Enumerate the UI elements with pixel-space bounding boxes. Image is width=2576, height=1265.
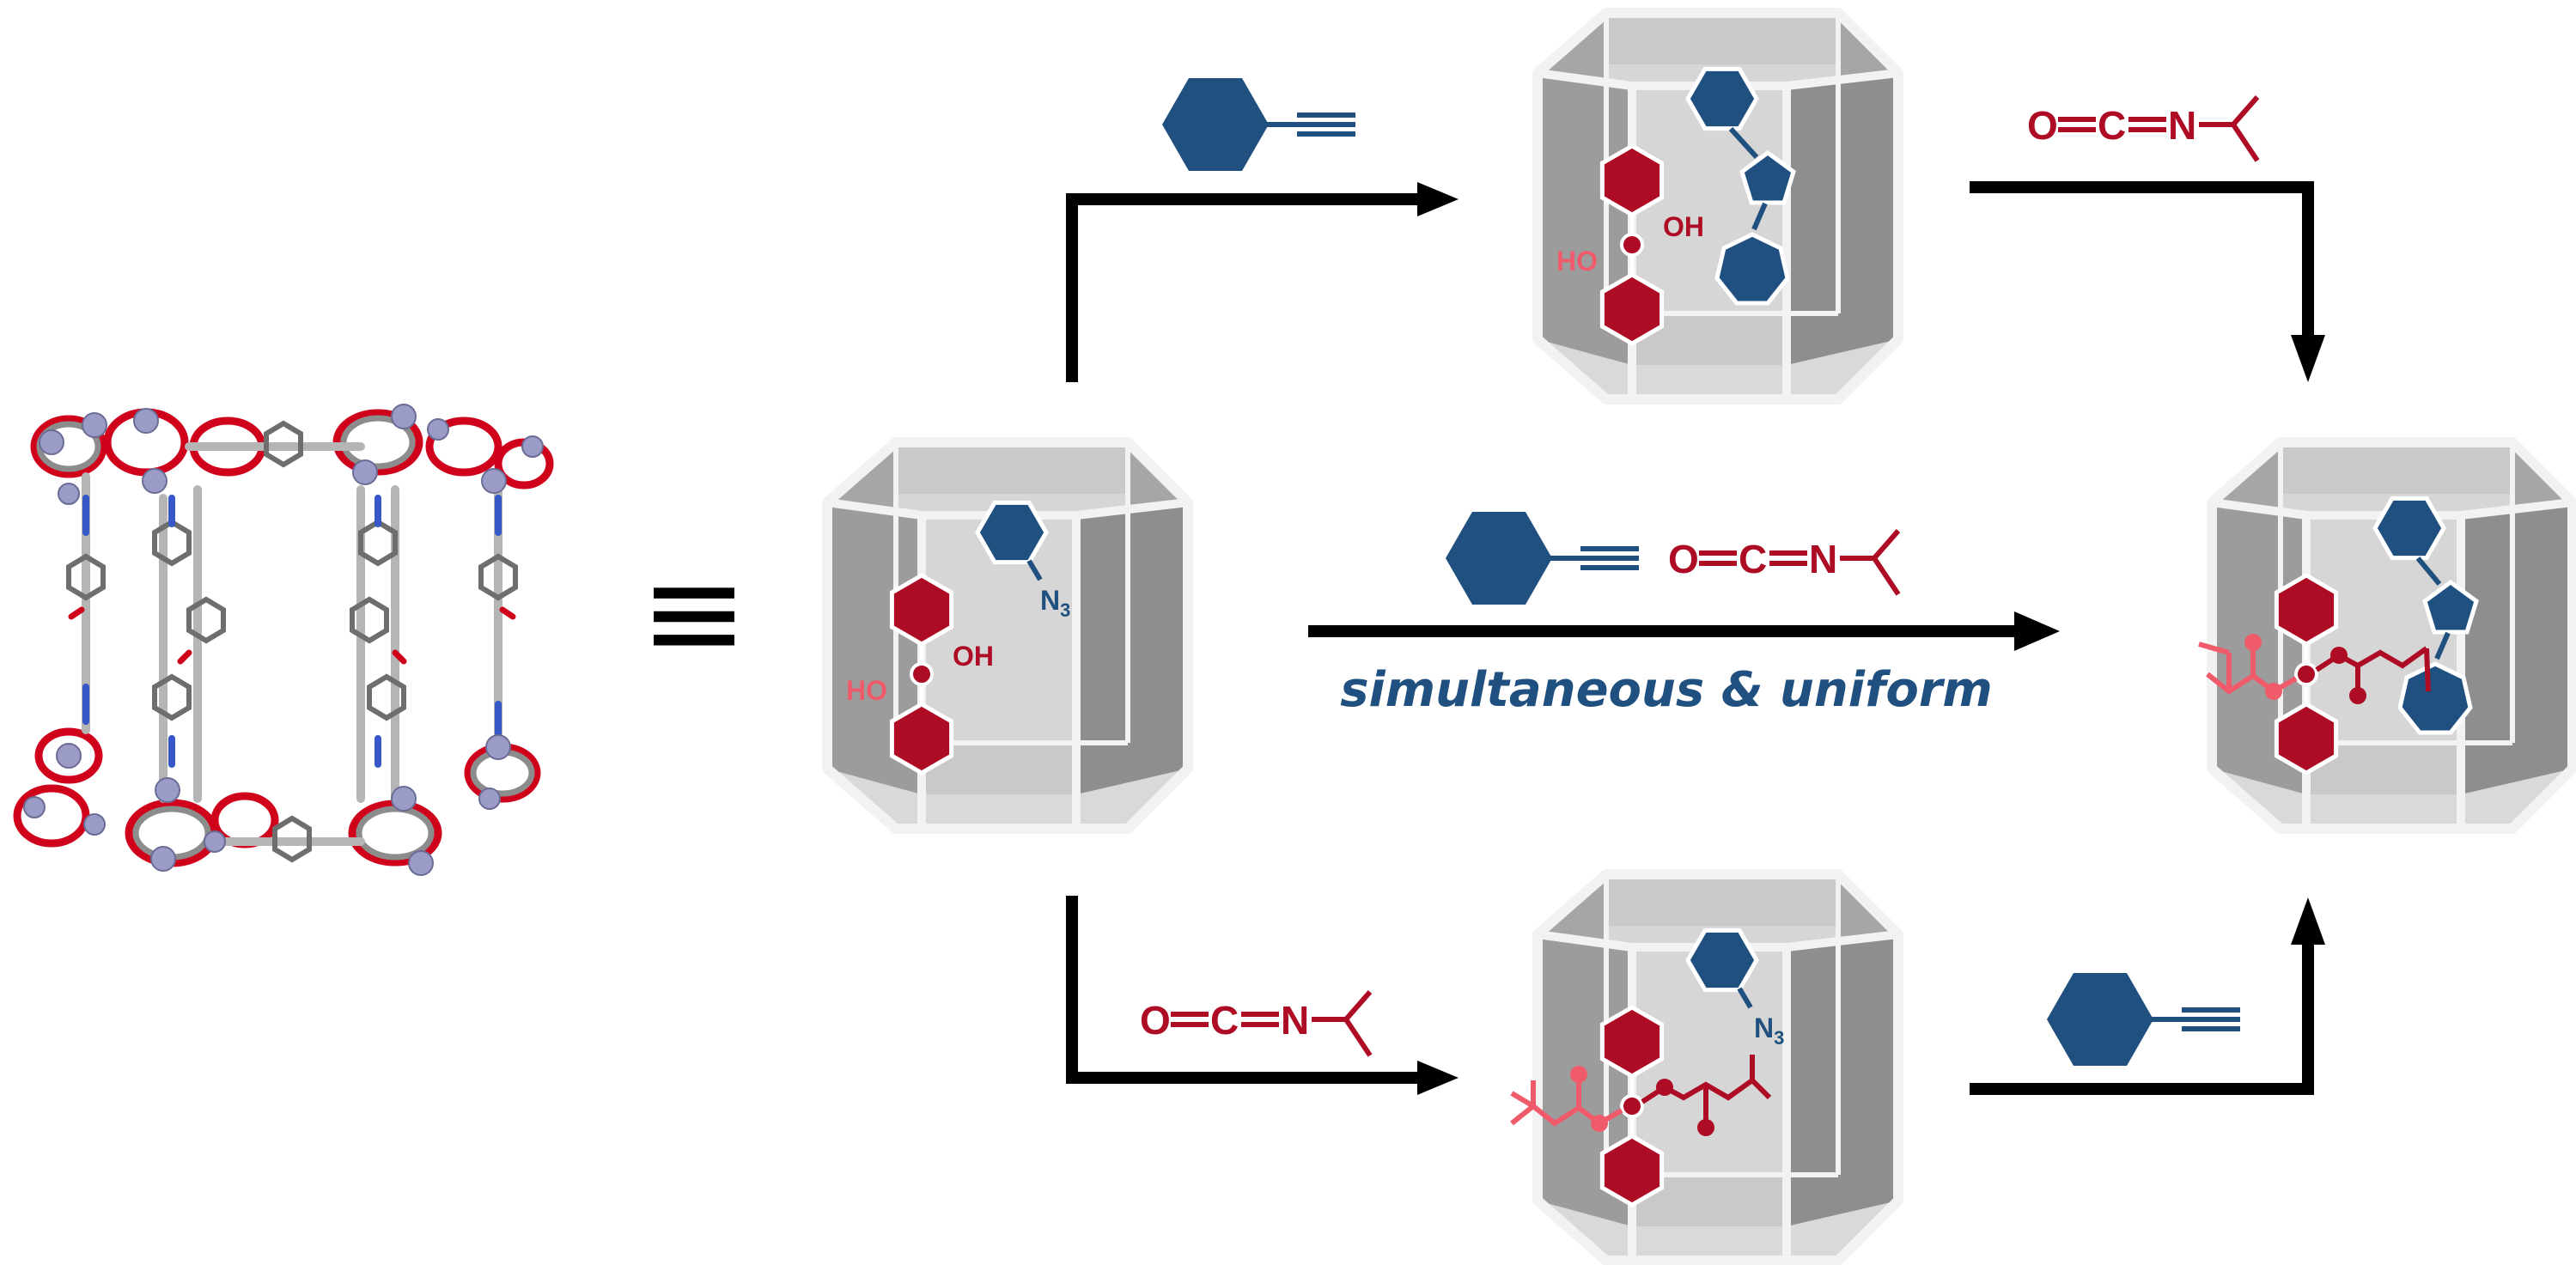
arrow-top-to-product [1970, 181, 2314, 335]
hydroxyl-label-right: OH [1663, 211, 1704, 242]
heptagon-icon [2400, 664, 2470, 733]
caption: simultaneous & uniform [1340, 662, 1993, 718]
isocyanate-C: C [1739, 537, 1767, 581]
alkyne-reagent-middle [1446, 512, 1639, 605]
arrow-head-middle [2014, 611, 2060, 651]
boronate-hexagon-bottom [892, 704, 951, 773]
isocyanate-reagent-middle: O C N [1668, 529, 1901, 596]
isocyanate-reagent-top: O C N [2027, 95, 2260, 162]
equivalence-symbol: ≡ [640, 538, 748, 688]
arrow-to-bottom-cage [1066, 896, 1417, 1084]
boronate-hexagon-bottom [2276, 704, 2335, 773]
boronate-hexagon-top [892, 575, 951, 644]
boronate-hexagon-top [2276, 575, 2335, 644]
alkyne-reagent-top [1162, 78, 1355, 171]
isocyanate-C: C [1210, 998, 1239, 1043]
arrow-head-down [2291, 335, 2325, 382]
hydroxyl-label-right: OH [953, 641, 994, 672]
isocyanate-O: O [1668, 537, 1699, 581]
boronate-hexagon-top [1602, 1007, 1661, 1076]
arrow-head-bottom [1417, 1061, 1459, 1095]
isocyanate-N: N [1281, 998, 1309, 1043]
arrow-bottom-to-product [1970, 945, 2314, 1095]
azide-label: N3 [1040, 585, 1070, 621]
alkyne-hexagon-icon [2047, 973, 2153, 1066]
isocyanate-reagent-bottom: O C N [1140, 990, 1373, 1057]
alkyne-hexagon-icon [1446, 512, 1552, 605]
alkyne-reagent-bottom [2047, 973, 2240, 1066]
arrow-to-top-cage [1066, 193, 1417, 382]
hexagon-icon [1688, 69, 1757, 128]
boronate-hexagon-bottom [1602, 275, 1661, 344]
arrow-head-top [1417, 182, 1459, 216]
starting-cage: N3 OH HO [827, 442, 1188, 829]
heptagon-icon [1717, 234, 1787, 303]
hydroxyl-label-left: HO [1556, 246, 1598, 277]
alkyne-hexagon-icon [1162, 78, 1269, 171]
isocyanate-N: N [2168, 103, 2196, 148]
isocyanate-C: C [2098, 103, 2126, 148]
boronate-hexagon-top [1602, 146, 1661, 215]
azide-label: N3 [1754, 1013, 1784, 1049]
product-cage [2198, 442, 2573, 829]
boronate-hexagon-bottom [1602, 1136, 1661, 1205]
hydroxyl-label-left: HO [846, 675, 887, 706]
top-cage: OH HO [1538, 13, 1898, 399]
arrow-head-up [2291, 897, 2325, 945]
azide-hexagon-icon [1688, 930, 1757, 989]
isocyanate-O: O [2027, 103, 2058, 148]
hexagon-icon [2375, 498, 2444, 557]
isocyanate-N: N [1809, 537, 1837, 581]
isocyanate-O: O [1140, 998, 1171, 1043]
bottom-cage: N3 [1510, 874, 1898, 1261]
crystal-structure-icon [13, 404, 554, 876]
azide-hexagon-icon [977, 502, 1046, 562]
